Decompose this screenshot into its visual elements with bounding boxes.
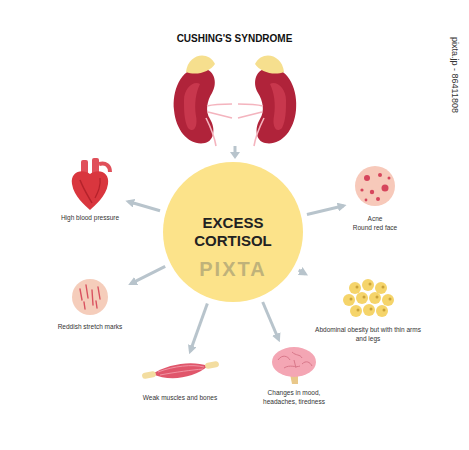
heart-icon <box>72 158 110 210</box>
arrow-connector <box>307 206 344 215</box>
title: CUSHING'S SYNDROME <box>0 33 469 44</box>
node-text: Reddish stretch marks <box>58 323 123 332</box>
node-text: Round red face <box>353 224 397 233</box>
watermark: PIXTA <box>133 258 333 281</box>
node-text: EXCESS CORTISOL <box>183 214 283 250</box>
node-text: Acne <box>368 215 383 224</box>
node-text: High blood pressure <box>61 214 119 223</box>
cortisol-circle: EXCESS CORTISOL <box>162 161 304 303</box>
symptom-item: Reddish stretch marks <box>55 277 126 332</box>
symptom-item: Weak muscles and bones <box>137 357 223 403</box>
fat-cells-icon <box>343 279 394 317</box>
node-text: Changes in mood, headaches, tiredness <box>255 389 333 407</box>
arrow-connector <box>299 270 306 274</box>
arrow-connector <box>190 304 207 352</box>
arrow-connector <box>263 302 279 340</box>
symptom-item: Abdominal obesity but with thin arms and… <box>309 277 427 344</box>
arrow-connector <box>128 202 160 211</box>
node-text: Weak muscles and bones <box>143 394 217 403</box>
brain-icon <box>272 347 316 384</box>
kidney-left <box>174 56 232 146</box>
watermark-id: pixta.jp - 86411808 <box>450 20 460 130</box>
symptom-item: High blood pressure <box>58 158 123 223</box>
kidney-right <box>238 56 296 146</box>
arrow-connector <box>131 266 165 283</box>
symptom-item: AcneRound red face <box>350 164 401 233</box>
acne-icon <box>355 166 395 206</box>
node-text: Abdominal obesity but with thin arms and… <box>312 326 424 344</box>
stretch-marks-icon <box>72 279 108 315</box>
symptom-item: Changes in mood, headaches, tiredness <box>252 345 336 407</box>
muscle-icon <box>142 361 220 379</box>
down-arrow <box>230 146 240 159</box>
